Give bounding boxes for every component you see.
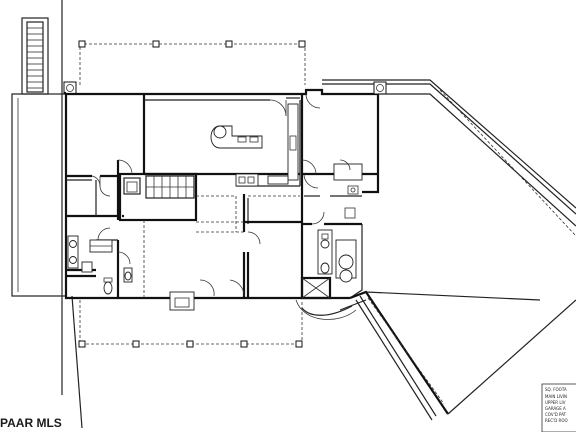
porch-post xyxy=(225,40,233,48)
exterior-stair xyxy=(21,17,49,95)
bathroom-left xyxy=(67,235,133,295)
main-house-walls xyxy=(64,88,380,300)
mls-watermark: PAAR MLS xyxy=(0,416,62,430)
legend-line: SQ. FOOTA xyxy=(545,387,567,392)
front-porch-roof xyxy=(63,40,306,95)
garage-wing xyxy=(295,79,576,421)
porch-post xyxy=(132,340,140,348)
porch-post xyxy=(240,340,248,348)
garage-post xyxy=(373,81,387,95)
legend-line: REC'D ROO xyxy=(545,418,568,423)
legend-box: SQ. FOOTA MAIN LIVIN UPPER LIV GARAGE A … xyxy=(541,383,576,432)
dashed-soffit-lines xyxy=(143,195,300,298)
laundry-room xyxy=(333,163,363,195)
fireplace xyxy=(169,291,195,311)
door-swings xyxy=(91,93,351,297)
rear-porch xyxy=(78,300,303,348)
legend-line: MAIN LIVIN xyxy=(545,394,567,399)
porch-post xyxy=(152,40,160,48)
porch-post xyxy=(298,40,306,48)
bathroom-right xyxy=(317,229,357,283)
legend-line: GARAGE A xyxy=(545,406,566,411)
porch-post xyxy=(78,340,86,348)
kitchen-counter xyxy=(287,103,299,181)
porch-post xyxy=(186,340,194,348)
kitchen xyxy=(210,103,299,187)
legend-line: COV'D PAT xyxy=(545,412,567,417)
porch-post xyxy=(295,340,303,348)
legend-line: UPPER LIV xyxy=(545,400,566,405)
interior-stair xyxy=(123,175,195,199)
porch-post xyxy=(78,40,86,48)
